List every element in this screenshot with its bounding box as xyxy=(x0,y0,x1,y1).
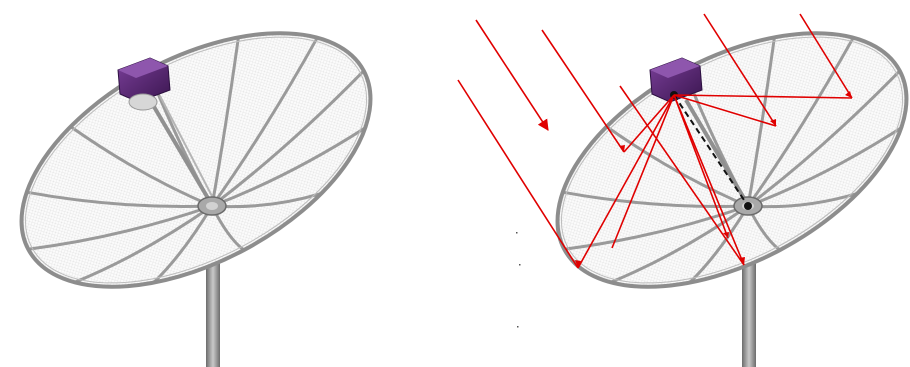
incoming-ray xyxy=(476,20,548,130)
vertex-point-dot xyxy=(744,202,752,210)
incoming-ray xyxy=(542,30,624,152)
dish-mesh xyxy=(0,0,412,339)
stray-marks xyxy=(516,232,521,328)
incoming-ray xyxy=(458,80,578,268)
dish-right xyxy=(458,0,910,367)
dish-left xyxy=(0,0,412,367)
